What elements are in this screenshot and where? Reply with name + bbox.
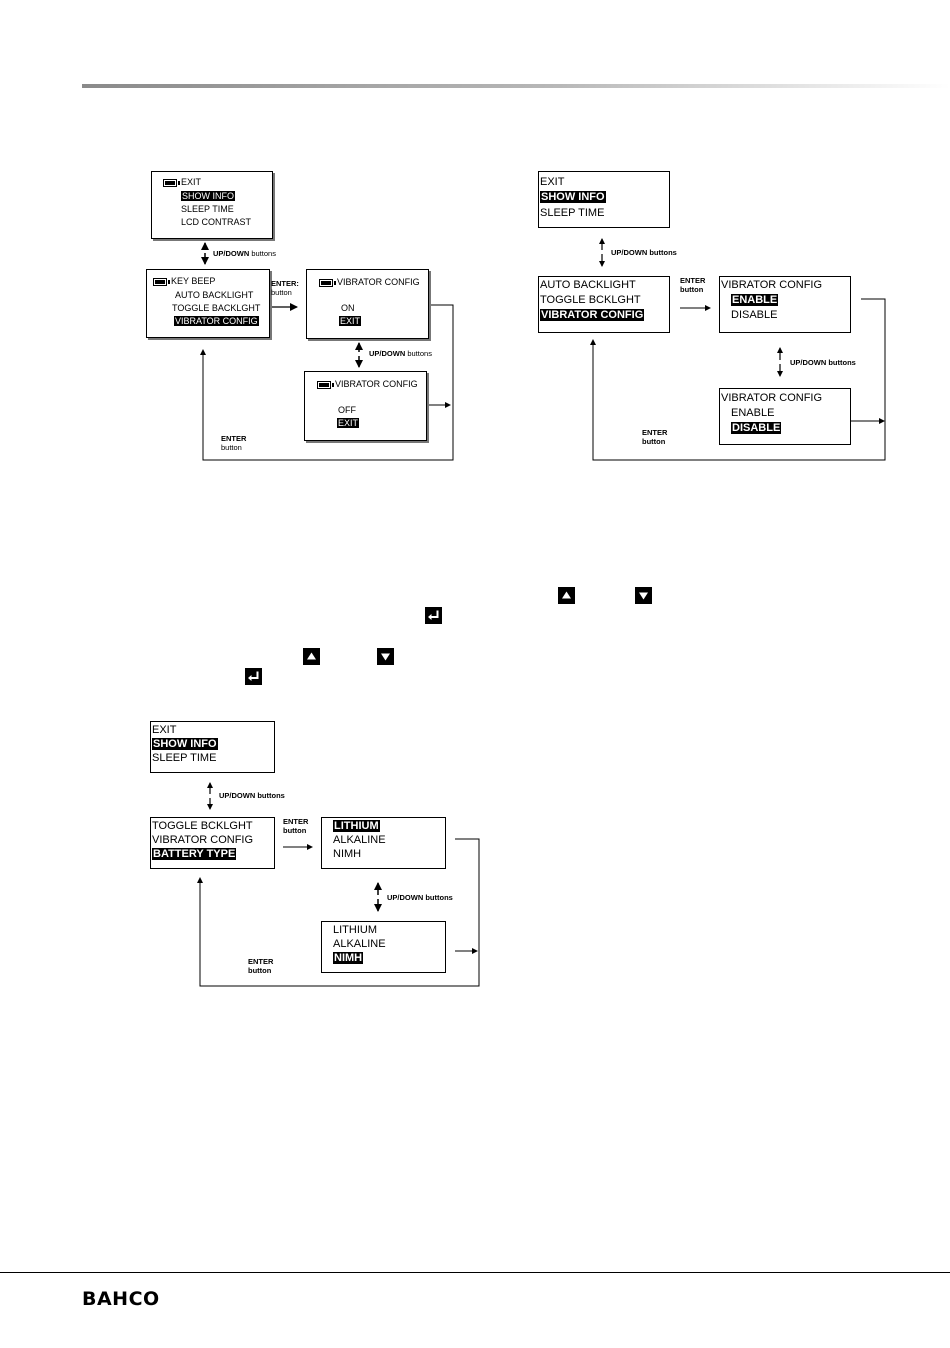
a-main-menu-line-exit: EXIT — [163, 178, 201, 187]
a-submenu-line-vibrator-config: VIBRATOR CONFIG — [174, 316, 259, 326]
a-main-menu-line-show-info: SHOW INFO — [181, 191, 235, 201]
b-vibrator-disable-option-enable: ENABLE — [731, 407, 775, 419]
c-main-menu-line-show-info: SHOW INFO — [152, 738, 218, 750]
a-vibrator-on-value: ON — [341, 303, 355, 313]
a-main-menu-line-sleep-time: SLEEP TIME — [181, 204, 234, 214]
b-vibrator-enable-option-enable: ENABLE — [731, 294, 779, 306]
battery-icon — [319, 278, 336, 287]
enter-key-icon — [425, 607, 442, 624]
c-submenu-line-toggle-backlight: TOGGLE BCKLGHT — [152, 820, 253, 832]
b-main-menu-line-sleep-time: SLEEP TIME — [540, 207, 605, 219]
battery-icon — [163, 178, 180, 187]
c-main-menu-line-sleep-time: SLEEP TIME — [152, 752, 217, 764]
b-vibrator-enable-title: VIBRATOR CONFIG — [721, 279, 823, 291]
c-battery-nimh-option-alkaline: ALKALINE — [333, 938, 386, 950]
c-battery-lithium-option-nimh: NIMH — [333, 848, 362, 860]
c-submenu-line-vibrator-config: VIBRATOR CONFIG — [152, 834, 254, 846]
a-enter-label: ENTER:button — [271, 279, 299, 297]
c-main-menu-line-exit: EXIT — [152, 724, 177, 736]
c-updown-label: UP/DOWN buttons — [219, 791, 285, 800]
a-vibrator-off-value: OFF — [338, 405, 356, 415]
header-rule — [82, 84, 950, 88]
c-lcd-main-menu: EXIT SHOW INFO SLEEP TIME — [150, 721, 275, 773]
c-battery-lithium-option-lithium: LITHIUM — [333, 820, 380, 832]
battery-icon — [317, 380, 334, 389]
c-battery-lithium-option-alkaline: ALKALINE — [333, 834, 386, 846]
c-updown2-label: UP/DOWN buttons — [387, 893, 453, 902]
c-lcd-submenu: TOGGLE BCKLGHT VIBRATOR CONFIG BATTERY T… — [150, 817, 275, 869]
b-lcd-main-menu: EXIT SHOW INFO SLEEP TIME — [538, 171, 670, 228]
a-submenu-line-key-beep: KEY BEEP — [153, 277, 215, 286]
a-vibrator-off-title: VIBRATOR CONFIG — [317, 380, 418, 389]
b-submenu-line-auto-backlight: AUTO BACKLIGHT — [540, 279, 636, 291]
a-submenu-line-toggle-backlight: TOGGLE BACKLGHT — [172, 303, 261, 313]
footer-rule — [0, 1272, 950, 1273]
b-main-menu-line-show-info: SHOW INFO — [540, 191, 606, 203]
a-vibrator-on-exit: EXIT — [339, 316, 362, 326]
a-main-menu-line-lcd-contrast: LCD CONTRAST — [181, 217, 252, 227]
b-updown-label: UP/DOWN buttons — [611, 248, 677, 257]
c-submenu-line-battery-type: BATTERY TYPE — [152, 848, 237, 860]
c-lcd-battery-nimh: LITHIUM ALKALINE NIMH — [321, 921, 446, 973]
up-arrow-key-icon — [303, 648, 320, 665]
a-lcd-vibrator-on: VIBRATOR CONFIG ON EXIT — [306, 269, 429, 339]
c-battery-nimh-option-nimh: NIMH — [333, 952, 364, 964]
c-lcd-battery-lithium: LITHIUM ALKALINE NIMH — [321, 817, 446, 869]
b-submenu-line-vibrator-config: VIBRATOR CONFIG — [540, 309, 645, 321]
a-lcd-main-menu: EXIT SHOW INFO SLEEP TIME LCD CONTRAST — [151, 171, 273, 239]
b-lcd-vibrator-disable: VIBRATOR CONFIG ENABLE DISABLE — [719, 388, 851, 445]
down-arrow-key-icon — [635, 587, 652, 604]
a-vibrator-off-exit: EXIT — [337, 418, 360, 428]
b-vibrator-disable-title: VIBRATOR CONFIG — [721, 392, 823, 404]
a-submenu-line-auto-backlight: AUTO BACKLIGHT — [175, 290, 254, 300]
c-battery-nimh-option-lithium: LITHIUM — [333, 924, 377, 936]
a-lcd-submenu: KEY BEEP AUTO BACKLIGHT TOGGLE BACKLGHT … — [146, 269, 270, 338]
b-main-menu-line-exit: EXIT — [540, 176, 565, 188]
b-vibrator-disable-option-disable: DISABLE — [731, 422, 782, 434]
a-vibrator-on-title: VIBRATOR CONFIG — [319, 278, 420, 287]
battery-icon — [153, 277, 170, 286]
b-lcd-submenu: AUTO BACKLIGHT TOGGLE BCKLGHT VIBRATOR C… — [538, 276, 670, 333]
b-submenu-line-toggle-backlight: TOGGLE BCKLGHT — [540, 294, 641, 306]
b-vibrator-enable-option-disable: DISABLE — [731, 309, 778, 321]
a-updown-label: UP/DOWN buttons — [213, 249, 276, 258]
bahco-logo: BAHCO — [82, 1288, 160, 1310]
a-updown2-label: UP/DOWN buttons — [369, 349, 432, 358]
b-lcd-vibrator-enable: VIBRATOR CONFIG ENABLE DISABLE — [719, 276, 851, 333]
b-updown2-label: UP/DOWN buttons — [790, 358, 856, 367]
a-lcd-vibrator-off: VIBRATOR CONFIG OFF EXIT — [304, 371, 427, 441]
enter-key-icon — [245, 668, 262, 685]
down-arrow-key-icon — [377, 648, 394, 665]
up-arrow-key-icon — [558, 587, 575, 604]
